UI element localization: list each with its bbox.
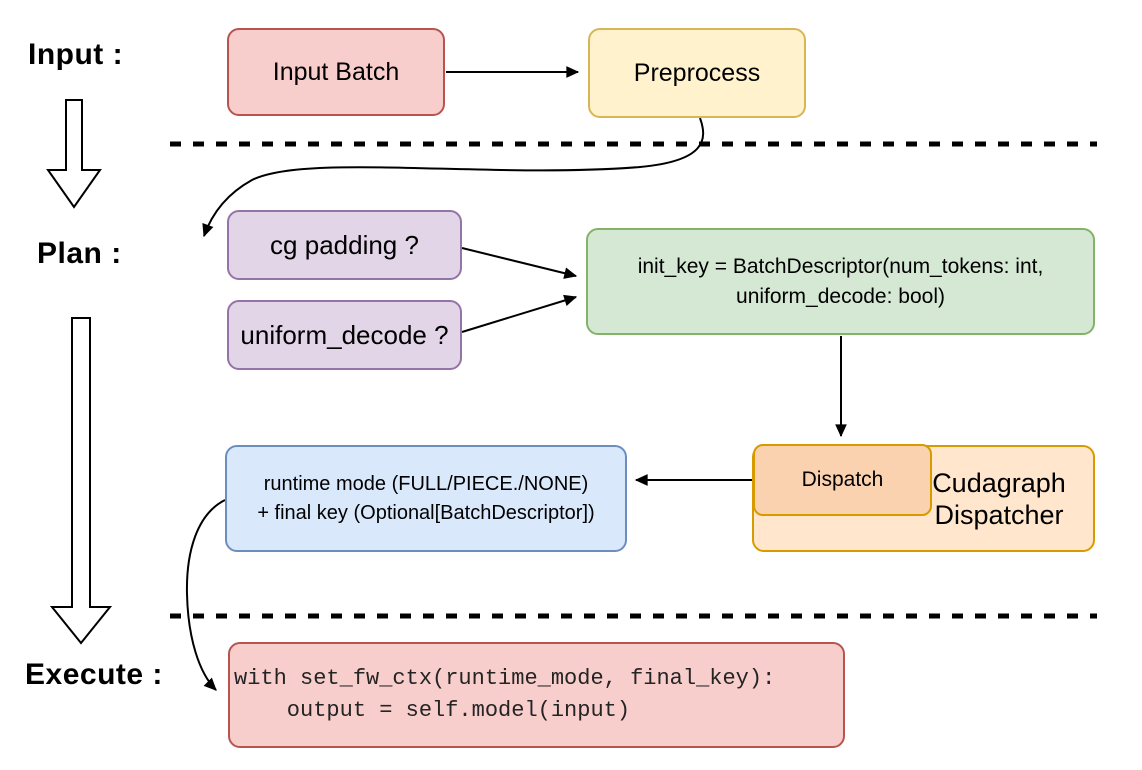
cg-padding-node: cg padding ?: [227, 210, 462, 280]
runtime-mode-line2: + final key (Optional[BatchDescriptor]): [257, 501, 595, 524]
input-batch-node: Input Batch: [227, 28, 445, 116]
hollow-arrow-input-to-plan: [46, 99, 102, 209]
init-key-line2: uniform_decode: bool): [736, 284, 945, 308]
init-key-line1: init_key = BatchDescriptor(num_tokens: i…: [637, 254, 1044, 278]
arrow-uniform-decode-to-init-key: [461, 294, 578, 333]
curve-runtime-mode-to-execute-code: [185, 499, 226, 691]
execute-code-node: with set_fw_ctx(runtime_mode, final_key)…: [228, 642, 845, 748]
dispatch-label: Dispatch: [801, 468, 884, 491]
uniform-decode-label: uniform_decode ?: [240, 319, 449, 350]
stage-label-plan: Plan :: [37, 237, 122, 270]
runtime-mode-node: runtime mode (FULL/PIECE./NONE) + final …: [225, 445, 627, 552]
arrow-cg-padding-to-init-key: [461, 247, 578, 279]
stage-label-input: Input :: [28, 38, 124, 71]
cudagraph-dispatcher-label: Cudagraph Dispatcher: [915, 467, 1093, 531]
hollow-arrow-plan-to-execute: [49, 317, 113, 645]
uniform-decode-node: uniform_decode ?: [227, 300, 462, 370]
cg-padding-label: cg padding ?: [270, 229, 419, 260]
preprocess-node: Preprocess: [588, 28, 806, 118]
init-key-node: init_key = BatchDescriptor(num_tokens: i…: [586, 228, 1095, 335]
preprocess-label: Preprocess: [633, 58, 761, 87]
input-batch-label: Input Batch: [272, 57, 400, 86]
execute-code-line1: with set_fw_ctx(runtime_mode, final_key)…: [234, 666, 776, 691]
runtime-mode-line1: runtime mode (FULL/PIECE./NONE): [263, 472, 589, 495]
cudagraph-line1: Cudagraph: [932, 467, 1066, 498]
stage-label-execute: Execute :: [25, 658, 163, 691]
cudagraph-line2: Dispatcher: [934, 499, 1064, 530]
dispatch-node: Dispatch: [753, 444, 932, 516]
execute-code-line2: output = self.model(input): [234, 698, 631, 723]
curve-preprocess-to-cg-padding: [202, 117, 705, 238]
